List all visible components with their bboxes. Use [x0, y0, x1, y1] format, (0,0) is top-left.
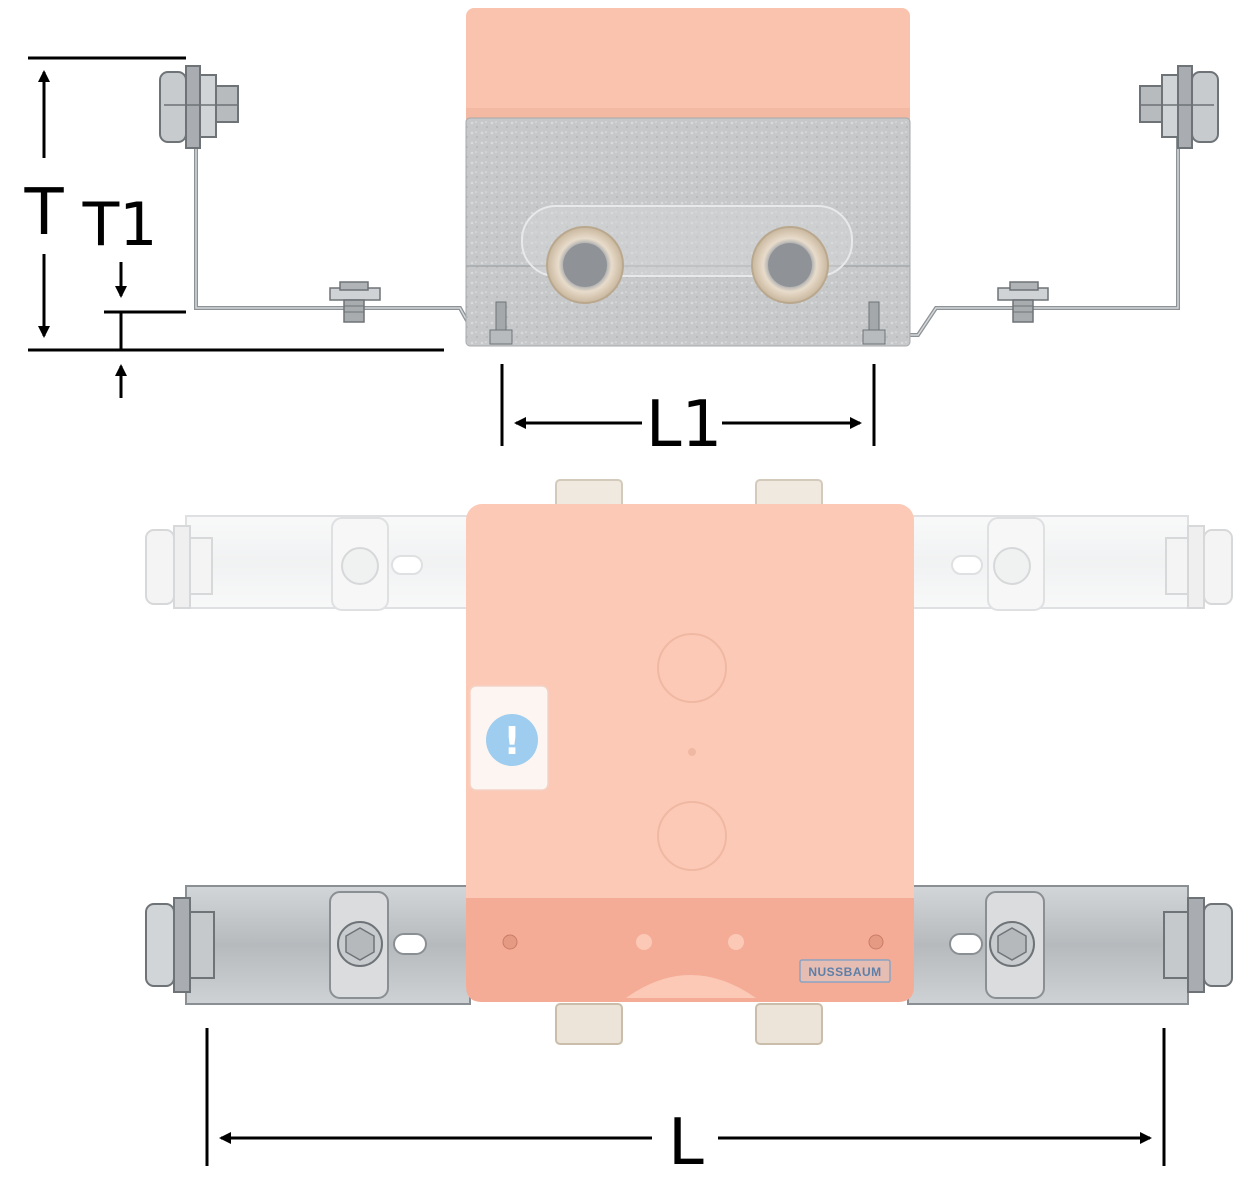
right-bracket-side: [880, 65, 1219, 337]
wing-nut-icon: [159, 65, 239, 149]
wing-nut-icon: [145, 897, 215, 993]
dimension-L: L: [205, 1028, 1166, 1180]
dimension-label-L: L: [668, 1106, 704, 1180]
exclamation-info-icon: [486, 714, 538, 766]
dimension-label-T: T: [23, 176, 64, 250]
info-label-glyph: !: [503, 719, 520, 763]
brand-logo-text: NUSSBAUM: [808, 965, 881, 979]
hex-bolt-icon: [989, 921, 1035, 967]
info-label-sticker: !: [469, 685, 549, 791]
pipe-fitting-icon: [546, 226, 624, 304]
brand-logo: NUSSBAUM: [799, 959, 891, 983]
upper-bracket-faded: [145, 515, 1233, 611]
dimension-L1: L1: [500, 364, 876, 462]
wing-nut-icon: [1139, 65, 1219, 149]
front-view: ! NUSSBAUM L: [145, 479, 1233, 1180]
lower-bracket: [145, 885, 1233, 1005]
dimension-T1: T1: [82, 190, 186, 398]
dimension-label-T1: T1: [82, 190, 158, 260]
pipe-connector-bottom: [555, 1003, 823, 1045]
housing-front: ! NUSSBAUM: [466, 504, 914, 1002]
housing-cover: [466, 8, 910, 120]
hex-bolt-icon: [337, 921, 383, 967]
dimension-T: T: [23, 56, 444, 352]
pipe-fitting-icon: [751, 226, 829, 304]
clamp-screw-icon: [997, 281, 1049, 323]
side-view: T T1 L1: [23, 8, 1219, 462]
left-bracket-side: [159, 65, 502, 337]
housing-side: [465, 8, 911, 347]
wing-nut-icon: [1163, 897, 1233, 993]
clamp-screw-icon: [329, 281, 381, 323]
dimension-label-L1: L1: [646, 388, 722, 462]
